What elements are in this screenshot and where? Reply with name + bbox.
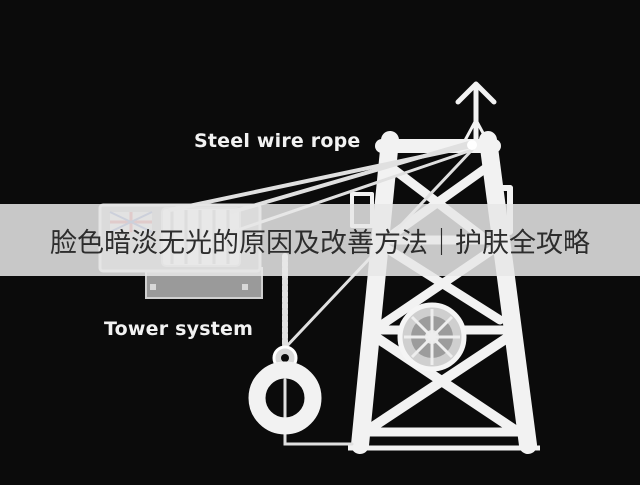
mast-arrow-icon xyxy=(455,81,497,149)
steel-wire-rope-label: Steel wire rope xyxy=(194,130,361,152)
counterweight-ring-icon xyxy=(248,361,322,435)
banner-title: 脸色暗淡无光的原因及改善方法｜护肤全攻略 xyxy=(50,227,590,259)
steel-wire-rope xyxy=(168,140,477,446)
tower-system-label: Tower system xyxy=(104,318,254,340)
pulley-wheel-icon xyxy=(397,302,467,372)
caption-banner: 脸色暗淡无光的原因及改善方法｜护肤全攻略 xyxy=(0,204,640,276)
